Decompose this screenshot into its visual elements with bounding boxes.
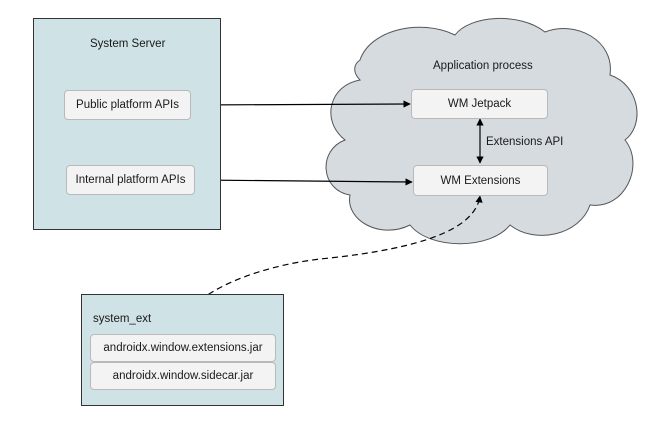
- sidecar-jar-box: androidx.window.sidecar.jar: [90, 362, 276, 390]
- public-api-arrow: [191, 100, 411, 109]
- extensions-jar-box: androidx.window.extensions.jar: [90, 334, 276, 362]
- application-process-cloud: [325, 17, 638, 245]
- system-ext-title: system_ext: [93, 313, 152, 325]
- extensions-api-label: Extensions API: [486, 136, 564, 148]
- public-platform-apis-box: Public platform APIs: [64, 90, 191, 120]
- wm-extensions-box: WM Extensions: [413, 165, 548, 196]
- wm-jetpack-box: WM Jetpack: [411, 89, 548, 119]
- internal-api-arrow: [195, 176, 413, 186]
- application-process-title: Application process: [433, 60, 533, 72]
- system-server-title: System Server: [90, 38, 166, 50]
- internal-platform-apis-box: Internal platform APIs: [66, 165, 195, 195]
